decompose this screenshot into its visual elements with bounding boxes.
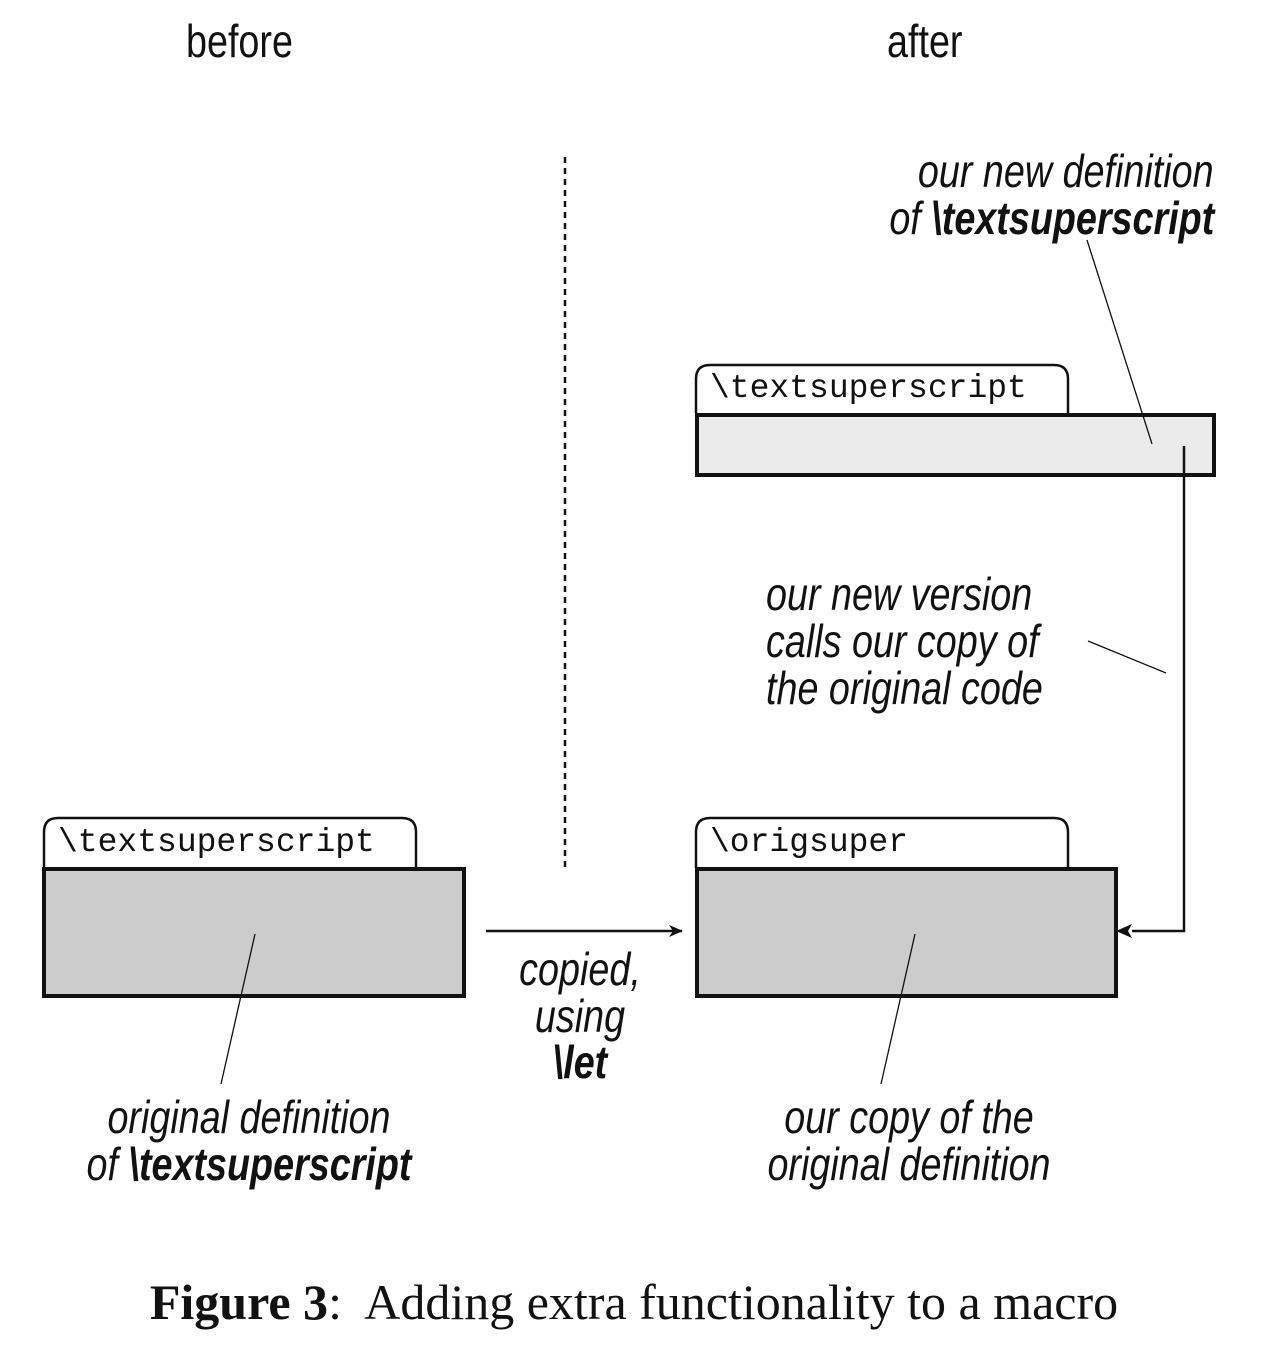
new-definition-of: of	[889, 192, 931, 244]
original-definition-line1: original definition	[107, 1091, 391, 1143]
original-definition-macro: \textsuperscript	[128, 1138, 412, 1190]
leader-copy-definition	[880, 933, 916, 1085]
figure-caption: Figure 3: Adding extra functionality to …	[0, 1276, 1268, 1328]
leader-new-definition	[1086, 239, 1153, 445]
after-header: after	[887, 15, 963, 67]
leader-new-version	[1087, 640, 1167, 674]
after-new-macro-box	[695, 413, 1216, 477]
call-connector	[1132, 446, 1186, 933]
after-copy-macro-name: \origsuper	[710, 824, 909, 861]
new-definition-label-line2: of \textsuperscript	[889, 195, 1214, 241]
before-macro-box	[42, 867, 466, 998]
copied-label-line1: copied,	[519, 943, 641, 995]
original-definition-of: of	[86, 1138, 129, 1190]
leader-original-definition	[220, 933, 256, 1085]
before-macro-tab	[42, 816, 418, 868]
after-copy-macro-tab	[694, 816, 1070, 868]
after-copy-macro-box	[695, 867, 1118, 998]
new-definition-macro: \textsuperscript	[930, 192, 1214, 244]
after-new-macro-tab	[694, 363, 1070, 413]
copied-label-line2: using	[534, 990, 626, 1042]
call-arrowhead	[1116, 924, 1132, 938]
new-definition-label-line1: our new definition	[918, 145, 1214, 197]
before-macro-name: \textsuperscript	[58, 824, 375, 861]
after-new-macro-name: \textsuperscript	[710, 370, 1027, 407]
caption-separator: :	[328, 1274, 342, 1330]
caption-label: Figure 3	[149, 1274, 329, 1330]
new-version-label-line2: calls our copy of	[766, 615, 1039, 667]
before-header: before	[186, 15, 293, 67]
copy-definition-line1: our copy of the	[784, 1091, 1034, 1143]
new-version-label-line1: our new version	[766, 568, 1033, 620]
copied-label-line3: \let	[552, 1036, 608, 1088]
new-version-label-line3: the original code	[766, 662, 1043, 714]
caption-text: Adding extra functionality to a macro	[364, 1274, 1119, 1330]
original-definition-line2: of \textsuperscript	[85, 1141, 413, 1187]
copy-definition-line2: original definition	[767, 1138, 1051, 1190]
